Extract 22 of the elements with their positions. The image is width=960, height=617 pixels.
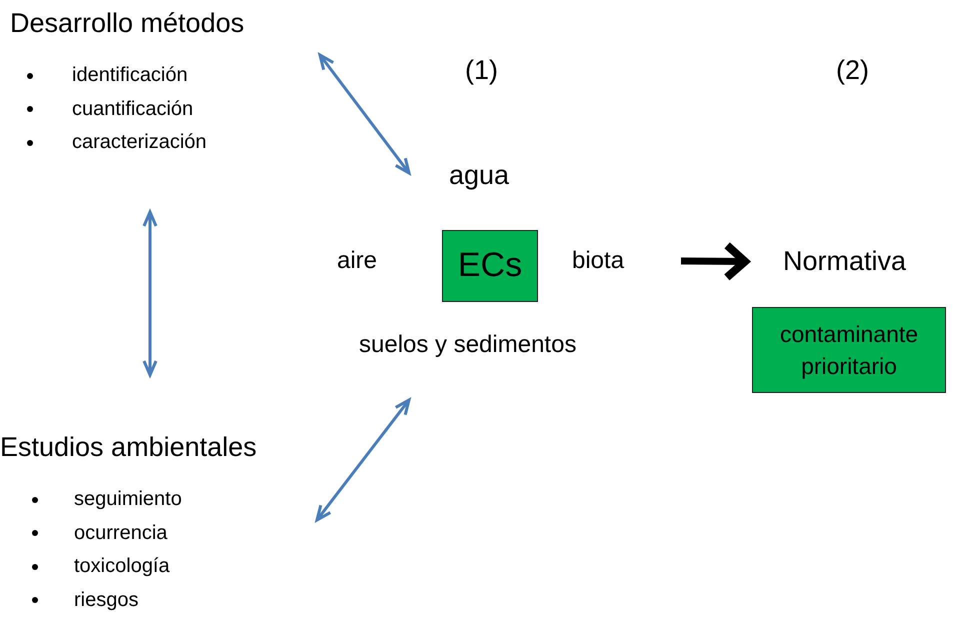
regulation-label: Normativa — [783, 246, 906, 277]
heading: Desarrollo métodos — [10, 8, 246, 39]
compartment-label: biota — [572, 247, 624, 275]
double-arrow — [316, 398, 410, 522]
bullet-item: caracterización — [72, 131, 207, 154]
bullet-item: identificación — [72, 64, 188, 88]
step-number: (2) — [836, 55, 869, 86]
bullet-item: cuantificación — [72, 98, 194, 121]
double-arrow — [318, 54, 410, 174]
compartment-label: agua — [449, 160, 510, 191]
priority-box: contaminante prioritario — [752, 307, 946, 393]
compartment-label: aire — [337, 247, 378, 275]
highlight-box: ECs — [442, 230, 538, 302]
heading: Estudios ambientales — [0, 432, 258, 463]
step-number: (1) — [465, 55, 498, 86]
bullet-item: toxicología — [74, 555, 170, 578]
bullet-item: seguimiento — [74, 488, 182, 512]
bullet-item: ocurrencia — [74, 522, 168, 545]
compartment-label: suelos y sedimentos — [359, 331, 576, 359]
double-arrow — [142, 210, 158, 376]
bullet-item: riesgos — [74, 588, 138, 612]
thick-arrow — [680, 241, 749, 282]
